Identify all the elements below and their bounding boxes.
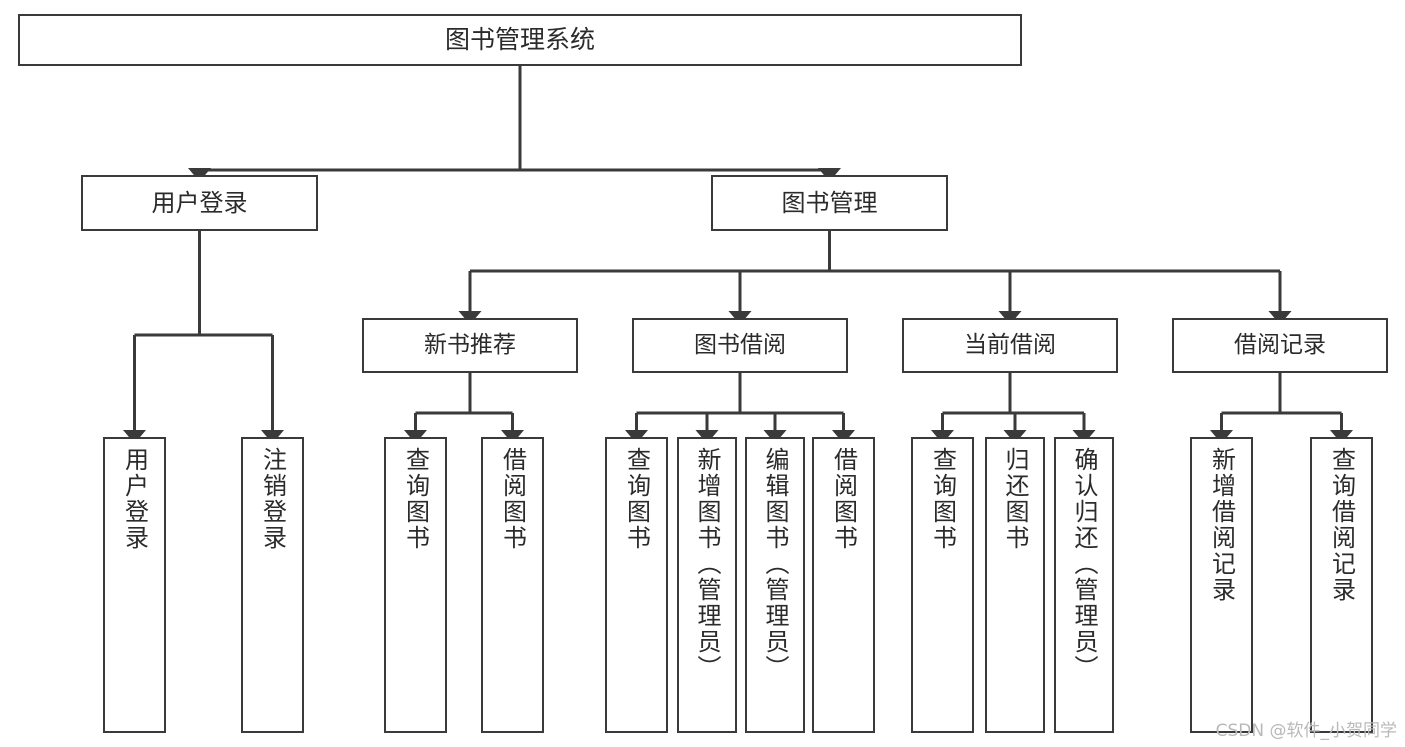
node-leaf-rec-borrow-label: 借阅图书 xyxy=(498,447,527,551)
edge-paths xyxy=(122,66,1354,444)
node-leaf-cb-confirm-label: 确认归还（管理员） xyxy=(1070,447,1098,681)
node-user-login-label: 用户登录 xyxy=(151,188,248,217)
node-leaf-user-login-label: 用户登录 xyxy=(120,447,149,551)
node-user-login[interactable]: 用户登录 xyxy=(81,175,318,231)
node-leaf-user-login[interactable]: 用户登录 xyxy=(103,437,166,733)
node-book-manage[interactable]: 图书管理 xyxy=(711,175,948,231)
node-leaf-bb-borrow-label: 借阅图书 xyxy=(829,447,858,551)
node-leaf-bb-add[interactable]: 新增图书（管理员） xyxy=(677,437,737,733)
node-new-book-rec-label: 新书推荐 xyxy=(424,331,516,358)
node-borrow-record-label: 借阅记录 xyxy=(1234,331,1326,358)
node-leaf-rec-query[interactable]: 查询图书 xyxy=(384,437,447,733)
node-new-book-rec[interactable]: 新书推荐 xyxy=(362,318,578,373)
node-current-borrow-label: 当前借阅 xyxy=(964,331,1056,358)
node-leaf-rec-borrow[interactable]: 借阅图书 xyxy=(481,437,544,733)
node-leaf-bb-query-label: 查询图书 xyxy=(622,447,651,551)
node-leaf-bb-borrow[interactable]: 借阅图书 xyxy=(812,437,875,733)
node-leaf-rec-query-label: 查询图书 xyxy=(401,447,430,551)
node-leaf-bb-edit-label: 编辑图书（管理员） xyxy=(761,447,789,681)
node-leaf-br-add[interactable]: 新增借阅记录 xyxy=(1190,437,1253,733)
node-root[interactable]: 图书管理系统 xyxy=(18,14,1022,66)
node-leaf-cb-query-label: 查询图书 xyxy=(928,447,957,551)
node-leaf-br-query-label: 查询借阅记录 xyxy=(1327,447,1356,603)
node-leaf-br-query[interactable]: 查询借阅记录 xyxy=(1310,437,1373,733)
node-leaf-bb-query[interactable]: 查询图书 xyxy=(605,437,668,733)
node-leaf-cb-query[interactable]: 查询图书 xyxy=(911,437,974,733)
node-leaf-bb-add-label: 新增图书（管理员） xyxy=(693,447,721,681)
node-leaf-cb-return-label: 归还图书 xyxy=(1001,447,1029,551)
csdn-watermark: CSDN @软件_小贺同学 xyxy=(1215,721,1397,741)
node-leaf-br-add-label: 新增借阅记录 xyxy=(1207,447,1236,603)
node-root-label: 图书管理系统 xyxy=(444,25,595,54)
node-leaf-user-logout-label: 注销登录 xyxy=(258,447,287,551)
node-borrow-record[interactable]: 借阅记录 xyxy=(1172,318,1388,373)
node-current-borrow[interactable]: 当前借阅 xyxy=(902,318,1118,373)
node-book-borrow[interactable]: 图书借阅 xyxy=(632,318,848,373)
node-book-borrow-label: 图书借阅 xyxy=(694,331,786,358)
node-leaf-cb-return[interactable]: 归还图书 xyxy=(985,437,1045,733)
node-leaf-cb-confirm[interactable]: 确认归还（管理员） xyxy=(1054,437,1114,733)
node-leaf-user-logout[interactable]: 注销登录 xyxy=(241,437,304,733)
node-leaf-bb-edit[interactable]: 编辑图书（管理员） xyxy=(745,437,805,733)
node-book-manage-label: 图书管理 xyxy=(781,188,878,217)
